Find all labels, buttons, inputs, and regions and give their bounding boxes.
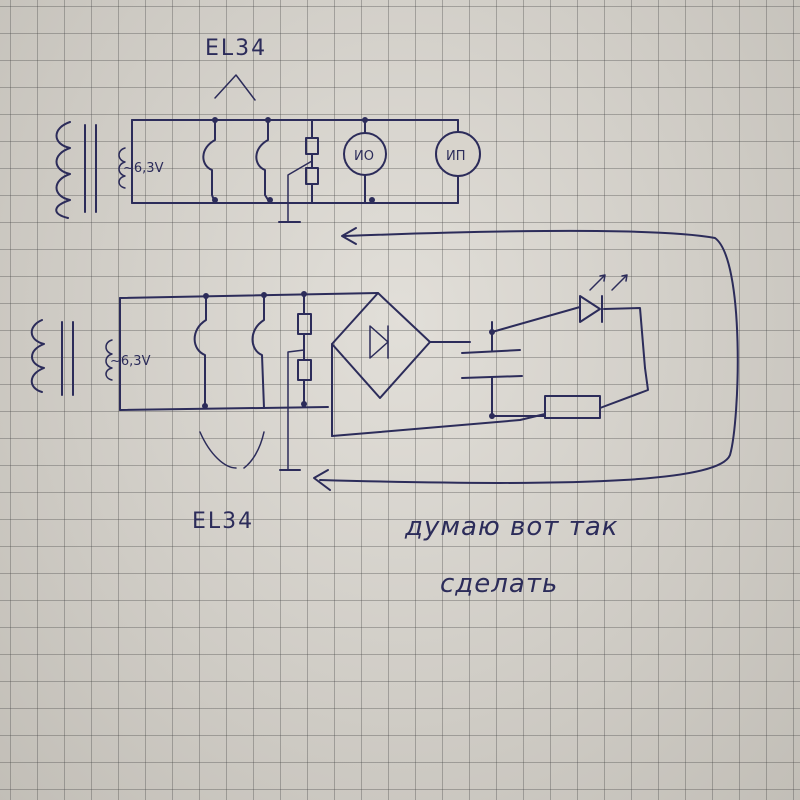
bottom-tube-heater-2 [251, 292, 267, 409]
led [491, 274, 646, 369]
label-el34-top: EL34 [205, 36, 267, 61]
indicator-io [343, 117, 387, 204]
label-indicator-io: ИО [354, 149, 374, 164]
top-resistor-divider [278, 119, 319, 223]
series-resistor [331, 367, 649, 437]
top-secondary-coil [118, 147, 126, 189]
bottom-upper-rail [119, 292, 379, 299]
label-voltage-bottom: ~6,3V [110, 354, 151, 369]
capacitor [461, 321, 523, 419]
label-el34-bottom: EL34 [192, 509, 254, 534]
top-transformer-coil [55, 121, 97, 219]
bottom-tube-heater-1 [193, 293, 209, 409]
top-tube-heater-2 [255, 117, 273, 204]
top-circuit [55, 74, 481, 223]
top-tube-heater-1 [202, 117, 218, 204]
bottom-resistor-divider [279, 291, 312, 471]
note-line-2: сделать [440, 569, 558, 599]
bottom-transformer-coil [30, 319, 74, 396]
bottom-secondary-coil [105, 339, 113, 381]
note-line-1: думаю вот так [404, 512, 618, 542]
bottom-circuit [30, 227, 739, 491]
feedback-loop-line [313, 227, 739, 491]
diode-bridge [331, 292, 471, 437]
label-indicator-ip: ИП [446, 149, 466, 164]
indicator-ip [435, 131, 481, 177]
bottom-lower-rail [119, 406, 329, 411]
label-voltage-top: ~6,3V [123, 161, 164, 176]
